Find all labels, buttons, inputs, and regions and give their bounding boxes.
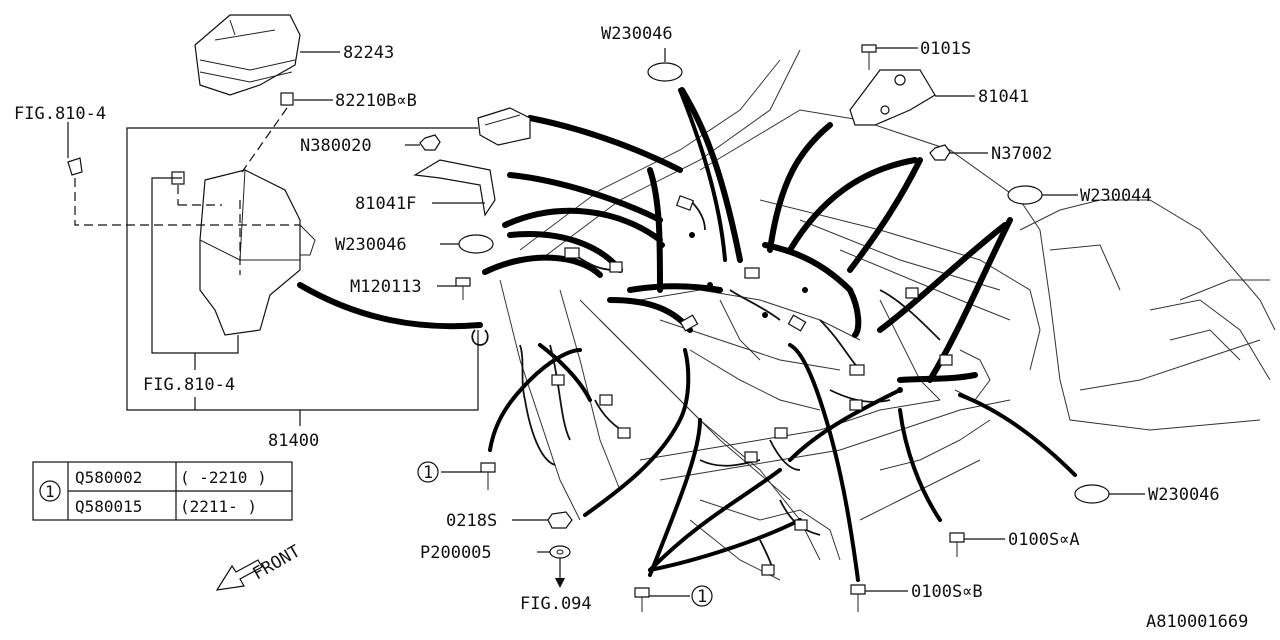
bolt-ref1-bottom (634, 587, 650, 612)
front-label: FRONT (250, 541, 304, 584)
bolt-m120113 (455, 277, 471, 300)
ref-marker-bottom-text: 1 (697, 587, 707, 607)
label-m120113: M120113 (350, 277, 422, 297)
leader-lines (294, 47, 1145, 597)
bolt-0100sb (850, 584, 866, 612)
relay-bracket-81041f (413, 159, 496, 217)
label-w230046-right: W230046 (1148, 485, 1220, 505)
fuse-box-cover (194, 14, 301, 96)
assembly-bracket-81400 (67, 107, 479, 426)
relay-82210b (280, 92, 294, 106)
ref-marker-bottom: 1 (691, 585, 713, 607)
connector-block (477, 107, 531, 146)
label-w230046-left: W230046 (335, 235, 407, 255)
front-direction-arrow: FRONT (215, 541, 304, 591)
label-81041f: 81041F (355, 194, 416, 214)
label-81041: 81041 (978, 87, 1029, 107)
main-harness (297, 87, 1077, 582)
table-row-2-range: (2211- ) (180, 497, 257, 516)
label-0218s: 0218S (446, 511, 497, 531)
grommet-w230046-top (647, 62, 683, 82)
washer-p200005 (549, 545, 571, 559)
label-n380020: N380020 (300, 136, 372, 156)
ref-marker-left: 1 (417, 461, 439, 483)
label-fig810-bottom[interactable]: FIG.810-4 (143, 375, 235, 395)
table-row-1-part: Q580002 (75, 468, 142, 487)
part-number-table: 1 Q580002 ( -2210 ) Q580015 (2211- ) (32, 461, 293, 521)
fig810-clip (67, 157, 83, 176)
harness-connectors (551, 195, 953, 576)
ref-marker-left-text: 1 (423, 463, 433, 483)
grommet-w230046-left (458, 234, 494, 254)
bolt-0101s (861, 44, 877, 70)
table-row-2-part: Q580015 (75, 497, 142, 516)
nut-n37002 (929, 144, 951, 161)
diagram-id: A810001669 (1146, 612, 1248, 632)
table-ref-marker: 1 (45, 482, 55, 501)
bolt-0100sa (949, 532, 965, 557)
label-0100sb: 0100S∝B (911, 582, 983, 602)
table-row-1-range: ( -2210 ) (180, 468, 267, 487)
nut-n380020 (419, 134, 441, 151)
label-w230044: W230044 (1080, 186, 1152, 206)
label-fig810-top[interactable]: FIG.810-4 (14, 104, 106, 124)
grommet-w230046-right (1074, 484, 1110, 504)
relay-box-body (171, 169, 316, 336)
label-0100sa: 0100S∝A (1008, 530, 1080, 550)
label-p200005: P200005 (420, 543, 492, 563)
bolt-ref1-left (480, 462, 496, 490)
label-82210b: 82210B∝B (335, 91, 417, 111)
grommet-w230044 (1007, 185, 1043, 205)
nut-0218s (547, 511, 573, 529)
label-w230046-top: W230046 (601, 24, 673, 44)
label-0101s: 0101S (920, 39, 971, 59)
label-n37002: N37002 (991, 144, 1052, 164)
label-82243: 82243 (343, 43, 394, 63)
bracket-81041 (849, 69, 936, 126)
label-fig094[interactable]: FIG.094 (520, 594, 592, 614)
label-81400: 81400 (268, 431, 319, 451)
